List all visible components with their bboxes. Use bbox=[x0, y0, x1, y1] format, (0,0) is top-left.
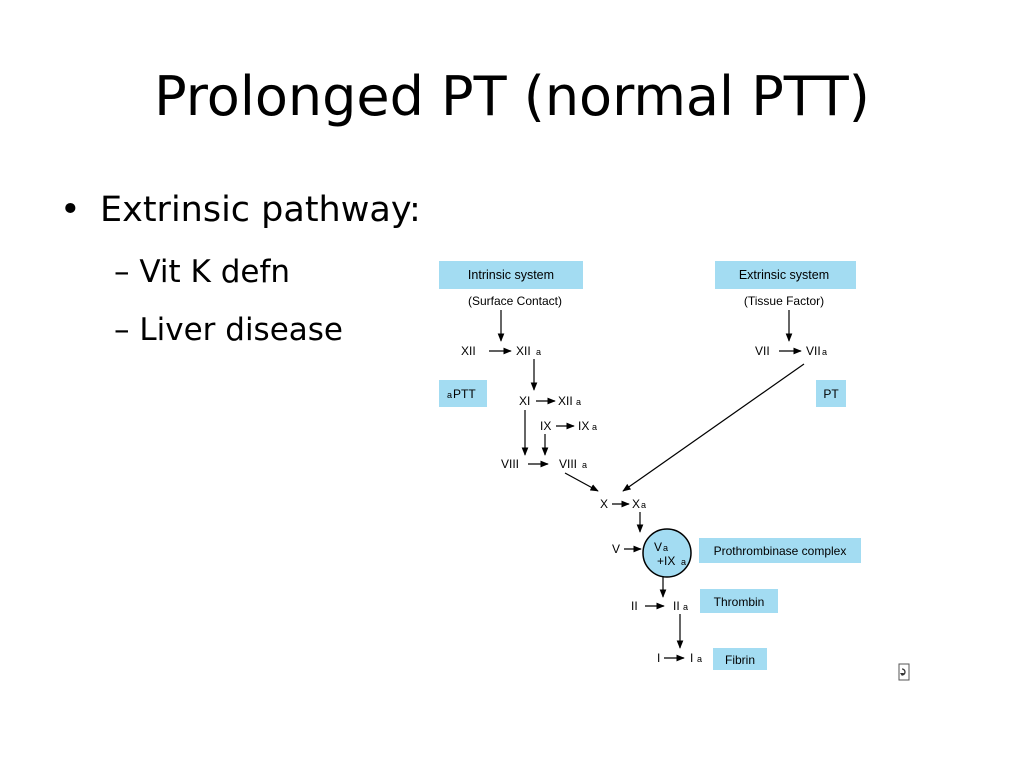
factor-v-a: V bbox=[654, 540, 662, 554]
surface-contact-label: (Surface Contact) bbox=[468, 294, 562, 308]
sub-bullet-glyph: – bbox=[114, 312, 130, 348]
factor-ii-a: II bbox=[673, 599, 680, 613]
intrinsic-system-box bbox=[439, 261, 583, 289]
factor-x-a: X bbox=[632, 497, 640, 511]
factor-i: I bbox=[657, 651, 660, 665]
factor-xi: XI bbox=[519, 394, 530, 408]
pt-box bbox=[816, 380, 846, 407]
factor-viii: VIII bbox=[501, 457, 519, 471]
prothrombinase-label: Prothrombinase complex bbox=[714, 544, 847, 558]
sub-bullet-glyph: – bbox=[114, 254, 130, 290]
tissue-factor-label: (Tissue Factor) bbox=[744, 294, 824, 308]
sub-a: a bbox=[683, 602, 688, 612]
prothrombinase-circle bbox=[642, 528, 692, 578]
refresh-icon bbox=[898, 663, 910, 681]
factor-xi-a: XII bbox=[558, 394, 573, 408]
fibrin-box bbox=[713, 648, 767, 670]
aptt-label: PTT bbox=[453, 387, 476, 401]
sub-bullet-liver: – Liver disease bbox=[114, 312, 343, 348]
fibrin-label: Fibrin bbox=[725, 653, 755, 667]
thrombin-box bbox=[700, 589, 778, 613]
factor-ix-a: IX bbox=[578, 419, 589, 433]
factor-ii: II bbox=[631, 599, 638, 613]
intrinsic-system-label: Intrinsic system bbox=[468, 268, 554, 282]
bullet-text: Extrinsic pathway: bbox=[100, 190, 421, 230]
slide-title: Prolonged PT (normal PTT) bbox=[154, 65, 870, 128]
sub-a: a bbox=[592, 422, 597, 432]
bullet-glyph: • bbox=[60, 190, 81, 230]
aptt-box bbox=[439, 380, 487, 407]
factor-vii: VII bbox=[755, 344, 770, 358]
sub-a: a bbox=[822, 347, 827, 357]
factor-ix-plus: +IX bbox=[657, 554, 675, 568]
thrombin-label: Thrombin bbox=[714, 595, 765, 609]
factor-xii-a: XII bbox=[516, 344, 531, 358]
extrinsic-system-label: Extrinsic system bbox=[739, 268, 829, 282]
sub-a: a bbox=[681, 557, 686, 567]
sub-a: a bbox=[582, 460, 587, 470]
sub-a: a bbox=[641, 500, 646, 510]
factor-i-a: I bbox=[690, 651, 693, 665]
sub-a: a bbox=[663, 543, 668, 553]
extrinsic-system-box bbox=[715, 261, 856, 289]
factor-vii-a: VII bbox=[806, 344, 821, 358]
sub-bullet-text: Liver disease bbox=[139, 312, 343, 348]
arrow-viia-to-x bbox=[622, 363, 805, 492]
sub-bullet-vitk: – Vit K defn bbox=[114, 254, 290, 290]
arrow-viiia-to-x bbox=[564, 472, 599, 492]
sub-a: a bbox=[576, 397, 581, 407]
sub-a: a bbox=[536, 347, 541, 357]
factor-viii-a: VIII bbox=[559, 457, 577, 471]
pt-label: PT bbox=[823, 387, 839, 401]
factor-v: V bbox=[612, 542, 620, 556]
aptt-prefix: a bbox=[447, 390, 452, 400]
factor-x: X bbox=[600, 497, 608, 511]
factor-ix: IX bbox=[540, 419, 551, 433]
factor-xii: XII bbox=[461, 344, 476, 358]
sub-a: a bbox=[697, 654, 702, 664]
prothrombinase-box bbox=[699, 538, 861, 563]
sub-bullet-text: Vit K defn bbox=[139, 254, 290, 290]
